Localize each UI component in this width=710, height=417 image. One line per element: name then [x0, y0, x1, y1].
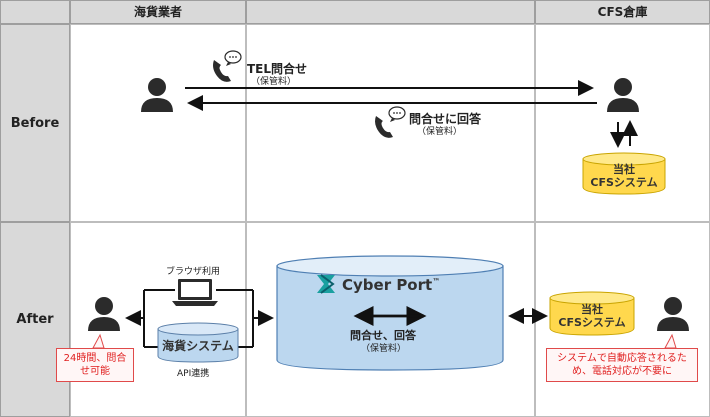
cfs-system-label-before: 当社 CFSシステム: [583, 163, 665, 189]
tel-inquiry-sub: （保管料）: [251, 77, 297, 87]
header-kaika: 海貨業者: [70, 0, 246, 24]
browser-label: ブラウザ利用: [166, 267, 221, 277]
cfs-label-line1: 当社: [613, 163, 635, 176]
tel-inquiry-label: TEL問合せ: [247, 62, 308, 76]
callout-24h: 24時間、問合せ可能: [56, 348, 134, 382]
cyberport-brand-text: Cyber Port: [342, 276, 433, 294]
cyberport-brand: Cyber Port™: [342, 276, 440, 294]
header-corner: [0, 0, 70, 24]
laptop-icon: [172, 279, 218, 306]
reply-sub: （保管料）: [417, 127, 463, 137]
kaika-system-label: 海貨システム: [162, 339, 234, 353]
header-center: [246, 0, 535, 24]
row-label-before: Before: [0, 24, 70, 222]
cell-before-center: [246, 24, 535, 222]
cyberport-logo-icon: [317, 274, 335, 294]
inquiry-reply-sub: （保管料）: [361, 344, 407, 354]
kaika-system-db: [157, 322, 239, 363]
person-icon-cfs-after: [657, 297, 689, 331]
person-icon-kaika-before: [141, 78, 173, 112]
cfs-label-line2: CFSシステム: [590, 176, 658, 189]
cell-before-kaika: [70, 24, 246, 222]
api-label: API連携: [177, 369, 210, 379]
callout-auto-response: システムで自動応答されるため、電話対応が不要に: [546, 348, 698, 382]
cfs-system-db-before: [582, 152, 666, 195]
header-cfs: CFS倉庫: [535, 0, 710, 24]
cfs-system-db-after: [549, 291, 635, 336]
reply-label: 問合せに回答: [409, 112, 482, 126]
cfs-after-line2: CFSシステム: [558, 316, 626, 329]
callout-left-pointer: [92, 333, 105, 349]
phone-icon-tel: [213, 50, 242, 82]
person-icon-cfs-before: [607, 78, 639, 112]
callout-right-pointer: [664, 333, 677, 349]
cyberport-tm: ™: [432, 277, 441, 286]
cfs-after-line1: 当社: [581, 303, 603, 316]
person-icon-kaika-after: [88, 297, 120, 331]
inquiry-reply-label: 問合せ、回答: [350, 329, 416, 342]
cfs-system-label-after: 当社 CFSシステム: [550, 303, 634, 329]
row-label-after: After: [0, 222, 70, 417]
phone-icon-reply: [375, 106, 406, 138]
